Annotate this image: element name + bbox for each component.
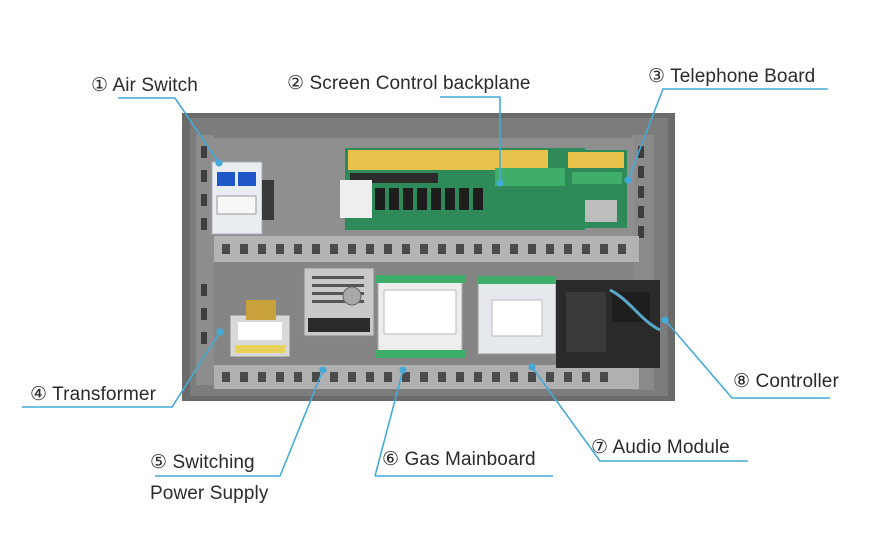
leader-transformer [22, 331, 221, 408]
label-audio-module: ⑦ Audio Module [591, 437, 730, 458]
label-controller: ⑧ Controller [733, 371, 839, 392]
switching-power-device [303, 267, 375, 337]
leader-switching-power [155, 369, 324, 477]
transformer-device [229, 300, 291, 358]
label-switching-power-1: ⑤ Switching [150, 452, 255, 473]
leader-screen-control [440, 96, 501, 183]
telephone-board-device [565, 150, 627, 228]
label-screen-control: ② Screen Control backplane [287, 73, 531, 94]
label-switching-power-2: Power Supply [150, 483, 269, 504]
label-telephone-board: ③ Telephone Board [648, 66, 816, 87]
leader-gas-mainboard [374, 369, 553, 477]
label-gas-mainboard: ⑥ Gas Mainboard [382, 449, 536, 470]
leader-telephone-board [627, 88, 828, 181]
label-air-switch: ① Air Switch [91, 75, 198, 96]
gas-mainboard-device [376, 275, 466, 358]
leader-controller [664, 319, 830, 399]
air-switch-device [211, 161, 274, 235]
label-transformer: ④ Transformer [30, 384, 157, 405]
audio-module-device [477, 276, 557, 355]
controller-device [556, 280, 661, 368]
leader-air-switch [118, 97, 220, 164]
leader-audio-module [531, 366, 748, 462]
screen-control-backplane-device [340, 148, 585, 230]
